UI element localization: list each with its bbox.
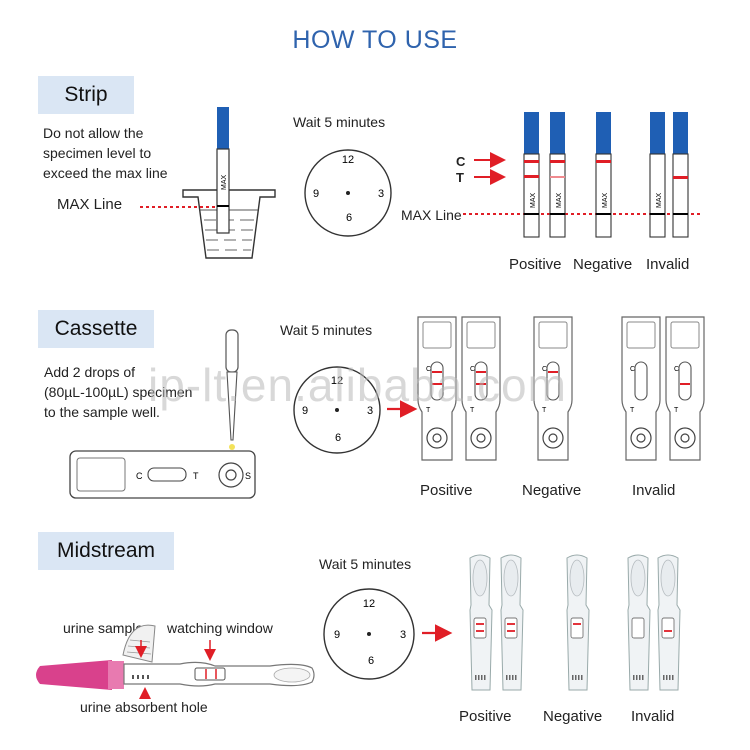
cassette-instruction: Add 2 drops of (80µL-100µL) specimen to … (44, 362, 192, 422)
cassette-result-negative: Negative (522, 482, 582, 499)
svg-text:T: T (193, 471, 199, 481)
midstream-result-negative: Negative (543, 708, 603, 725)
result-strip: MAX (549, 112, 566, 238)
svg-text:MAX: MAX (530, 193, 537, 209)
cassette-instruction-line: Add 2 drops of (44, 364, 136, 380)
cassette-device-illustration: C T S (69, 450, 256, 499)
cassette-result-invalid: Invalid (632, 482, 676, 499)
svg-text:6: 6 (346, 212, 352, 224)
svg-text:6: 6 (335, 432, 341, 444)
result-cassette: CT (417, 316, 457, 461)
strip-result-invalid: Invalid (646, 256, 690, 273)
strip-instruction: Do not allow the specimen level to excee… (43, 123, 168, 183)
section-label-cassette: Cassette (38, 310, 154, 348)
midstream-clock-icon: 12 3 6 9 (323, 588, 415, 680)
result-strip (672, 112, 689, 238)
cassette-result-positive: Positive (420, 482, 473, 499)
svg-text:T: T (542, 407, 547, 414)
svg-text:MAX: MAX (602, 193, 609, 209)
svg-text:C: C (630, 366, 635, 373)
strip-max-line-label: MAX Line (57, 196, 123, 213)
svg-text:T: T (470, 407, 475, 414)
section-label-strip: Strip (38, 76, 134, 114)
result-midstream (627, 554, 651, 691)
result-strip: MAX (649, 112, 666, 238)
strip-max-text: MAX (221, 175, 228, 191)
result-midstream (500, 554, 524, 691)
svg-text:T: T (630, 407, 635, 414)
midstream-absorbent-hole-label: urine absorbent hole (80, 699, 208, 715)
svg-text:12: 12 (331, 375, 343, 387)
strip-clock-icon: 12 3 6 9 (304, 149, 392, 237)
midstream-wait-text: Wait 5 minutes (319, 556, 412, 572)
strip-handle (217, 107, 229, 149)
strip-result-negative: Negative (573, 256, 633, 273)
result-strip: MAX (523, 112, 540, 238)
svg-text:3: 3 (400, 629, 406, 641)
strip-max-line-label-right: MAX Line (401, 207, 462, 223)
result-midstream (657, 554, 681, 691)
midstream-device-illustration (36, 624, 315, 699)
watermark: ip-lt.en.alibaba.com (148, 359, 567, 411)
svg-text:12: 12 (342, 154, 354, 166)
strip-instruction-line: Do not allow the (43, 125, 144, 141)
svg-text:MAX: MAX (656, 193, 663, 209)
cassette-dropper-illustration (225, 329, 239, 450)
strip-results-illustration: MAX MAX MAX MAX (463, 112, 700, 238)
strip-instruction-line: specimen level to (43, 145, 152, 161)
svg-text:C: C (674, 366, 679, 373)
midstream-results-illustration (469, 554, 681, 691)
svg-text:C: C (136, 471, 143, 481)
cassette-instruction-line: (80µL-100µL) specimen (44, 384, 193, 400)
svg-text:C: C (426, 366, 431, 373)
cassette-instruction-line: to the sample well. (44, 404, 160, 420)
midstream-result-positive: Positive (459, 708, 512, 725)
svg-text:T: T (674, 407, 679, 414)
midstream-urine-sample-label: urine sample (63, 620, 144, 636)
cassette-wait-text: Wait 5 minutes (280, 322, 373, 338)
result-midstream (566, 554, 590, 691)
svg-text:T: T (426, 407, 431, 414)
svg-text:S: S (245, 471, 251, 481)
strip-wait-text: Wait 5 minutes (293, 114, 386, 130)
strip-t-label: T (456, 170, 464, 185)
svg-text:12: 12 (363, 598, 375, 610)
svg-text:9: 9 (302, 405, 308, 417)
result-cassette: CT (621, 316, 661, 461)
svg-text:6: 6 (368, 655, 374, 667)
svg-text:9: 9 (334, 629, 340, 641)
result-midstream (469, 554, 493, 691)
svg-text:C: C (470, 366, 475, 373)
svg-text:3: 3 (378, 188, 384, 200)
page-title: HOW TO USE (292, 26, 458, 54)
result-cassette: CT (665, 316, 705, 461)
svg-text:MAX: MAX (556, 193, 563, 209)
strip-cup-illustration: MAX (140, 107, 276, 259)
result-cassette: CT (533, 316, 573, 461)
svg-text:C: C (542, 366, 547, 373)
strip-result-positive: Positive (509, 256, 562, 273)
strip-instruction-line: exceed the max line (43, 165, 168, 181)
svg-text:3: 3 (367, 405, 373, 417)
result-strip: MAX (595, 112, 612, 238)
midstream-watching-window-label: watching window (167, 620, 273, 636)
cassette-clock-icon: 12 3 6 9 (293, 366, 381, 454)
strip-c-label: C (456, 154, 466, 169)
midstream-result-invalid: Invalid (631, 708, 675, 725)
section-label-midstream: Midstream (38, 532, 174, 570)
result-cassette: CT (461, 316, 501, 461)
svg-text:9: 9 (313, 188, 319, 200)
